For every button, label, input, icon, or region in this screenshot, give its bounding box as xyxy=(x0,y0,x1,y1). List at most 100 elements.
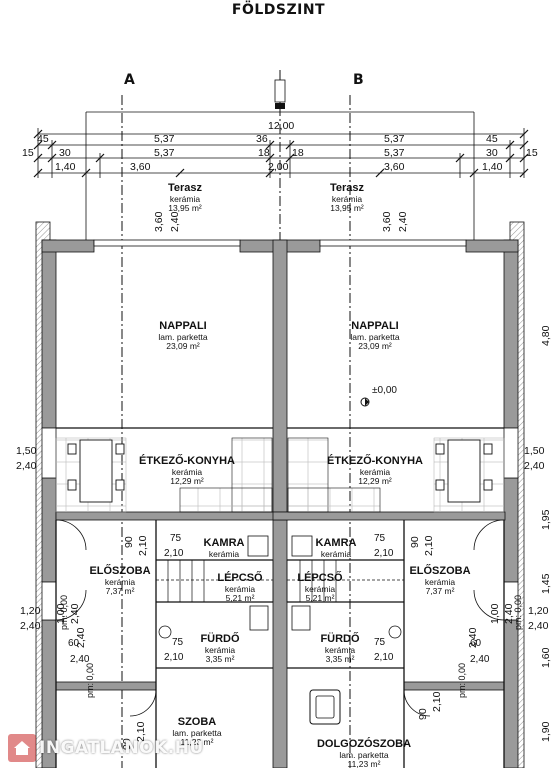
terrace-dim-r1: 3,60 xyxy=(381,211,393,232)
room-area: 11,23 m² xyxy=(180,737,214,748)
door-furdo-r-h: 2,10 xyxy=(374,652,394,663)
right-dim-1: 4,80 xyxy=(540,325,552,346)
door-furdo-l-w: 75 xyxy=(172,637,184,648)
pm-right-2: pm: 0,00 xyxy=(457,662,467,698)
door-furdo-l-h: 2,10 xyxy=(164,652,184,663)
room-area: 12,29 m² xyxy=(170,476,204,487)
right-dim-5: 1,20 xyxy=(528,605,549,617)
room-material: lam. parketta xyxy=(158,331,208,342)
room-material: kerámia xyxy=(169,193,201,204)
dim-r3-6: 5,37 xyxy=(384,147,405,159)
dim-r3-7: 30 xyxy=(486,147,498,159)
axis-marker xyxy=(274,79,286,103)
room-area: 3,35 m² xyxy=(325,654,355,665)
armchair-seat xyxy=(315,695,335,719)
dim-r2-4: 5,37 xyxy=(384,133,405,145)
room-terasz-right: Terasz kerámia 13,95 m² xyxy=(310,182,384,214)
win-l-60: 60 xyxy=(68,638,80,649)
staircase xyxy=(155,559,405,603)
entry-l-h: 2,40 xyxy=(69,603,81,624)
room-material: kerámia xyxy=(320,548,352,559)
room-name: DOLGOZÓSZOBA xyxy=(316,738,412,750)
left-dim-3: 1,20 xyxy=(20,605,41,617)
room-name: LÉPCSŐ xyxy=(217,572,263,584)
room-nappali-left: NAPPALI lam. parketta 23,09 m² xyxy=(138,320,228,352)
entry-r-w: 1,00 xyxy=(489,603,501,624)
room-name: SZOBA xyxy=(177,716,217,728)
right-dim-4: 1,95 xyxy=(540,509,552,530)
room-area: 12,29 m² xyxy=(358,476,392,487)
door-el-r-90: 90 xyxy=(409,536,421,548)
room-name: LÉPCSŐ xyxy=(297,572,343,584)
room-material: kerámia xyxy=(224,583,256,594)
room-name: FÜRDŐ xyxy=(200,633,240,645)
terrace-outline xyxy=(85,230,475,240)
room-material: lam. parketta xyxy=(172,727,222,738)
door-kamra-l-h: 2,10 xyxy=(164,548,184,559)
level-marker-fill xyxy=(365,398,369,406)
right-dim-8: 1,60 xyxy=(540,647,552,668)
room-name: Terasz xyxy=(167,182,203,194)
right-dim-3: 2,40 xyxy=(524,460,545,472)
dim-total: 12,00 xyxy=(268,120,295,132)
room-material: kerámia xyxy=(204,644,236,655)
dim-r3-2: 30 xyxy=(59,147,71,159)
win-r-240: 2,40 xyxy=(470,654,490,665)
room-area: 5,21 m² xyxy=(305,593,335,604)
terrace-dim-l2: 2,40 xyxy=(169,211,181,232)
dim-r2-2: 5,37 xyxy=(154,133,175,145)
level-label: ±0,00 xyxy=(372,385,397,396)
right-dim-2: 1,50 xyxy=(524,445,545,457)
room-eloszoba-left: ELŐSZOBA kerámia 7,37 m² xyxy=(80,565,160,597)
room-area: 5,21 m² xyxy=(225,593,255,604)
dim-r4-1: 1,40 xyxy=(55,161,76,173)
armchair xyxy=(309,689,341,725)
room-material: kerámia xyxy=(208,548,240,559)
dim-r3-5: 18 xyxy=(292,147,304,159)
dim-r2-5: 45 xyxy=(486,133,498,145)
room-etkezo-left: ÉTKEZŐ-KONYHA kerámia 12,29 m² xyxy=(128,455,246,487)
win-r-60: 60 xyxy=(470,638,482,649)
room-material: kerámia xyxy=(324,644,356,655)
room-name: ELŐSZOBA xyxy=(89,565,151,577)
door-el-l-210: 2,10 xyxy=(137,535,149,556)
room-szoba: SZOBA lam. parketta 11,23 m² xyxy=(160,716,234,748)
door-kamra-r-w: 75 xyxy=(374,533,386,544)
axis-marker-fill xyxy=(275,103,285,109)
room-material: kerámia xyxy=(359,466,391,477)
right-dim-6: 2,40 xyxy=(528,620,549,632)
room-name: NAPPALI xyxy=(351,320,399,332)
room-furdo-right: FÜRDŐ kerámia 3,35 m² xyxy=(310,633,370,665)
kitchen-row-right xyxy=(287,487,381,513)
left-dim-1: 1,50 xyxy=(16,445,37,457)
room-material: kerámia xyxy=(104,576,136,587)
dim-r4-4: 3,60 xyxy=(384,161,405,173)
room-area: 7,37 m² xyxy=(105,586,135,597)
room-name: FÜRDŐ xyxy=(320,633,360,645)
room-nappali-right: NAPPALI lam. parketta 23,09 m² xyxy=(330,320,420,352)
room-lepcso-right: LÉPCSŐ kerámia 5,21 m² xyxy=(288,572,352,604)
room-name: KAMRA xyxy=(203,537,245,549)
room-material: kerámia xyxy=(331,193,363,204)
room-area: 11,23 m² xyxy=(347,759,381,770)
room-area: 23,09 m² xyxy=(358,341,392,352)
dim-r3-4: 18 xyxy=(258,147,270,159)
dim-r2-3: 36 xyxy=(256,133,268,145)
room-furdo-left: FÜRDŐ kerámia 3,35 m² xyxy=(190,633,250,665)
watermark: INGATLANOK.HU xyxy=(8,733,204,763)
room-area: 7,37 m² xyxy=(425,586,455,597)
room-area: 23,09 m² xyxy=(166,341,200,352)
room-area: 13,95 m² xyxy=(168,203,202,214)
right-dim-7: 1,45 xyxy=(540,573,552,594)
room-name: NAPPALI xyxy=(159,320,207,332)
door-el-r-210: 2,10 xyxy=(423,535,435,556)
dim-r4-2: 3,60 xyxy=(130,161,151,173)
room-eloszoba-right: ELŐSZOBA kerámia 7,37 m² xyxy=(400,565,480,597)
house-logo-icon xyxy=(8,734,36,762)
kitchen-row-left xyxy=(179,487,273,513)
door-el-l-90: 90 xyxy=(123,536,135,548)
room-kamra-left: KAMRA kerámia xyxy=(194,537,254,559)
room-material: kerámia xyxy=(171,466,203,477)
terrace-dim-l1: 3,60 xyxy=(153,211,165,232)
